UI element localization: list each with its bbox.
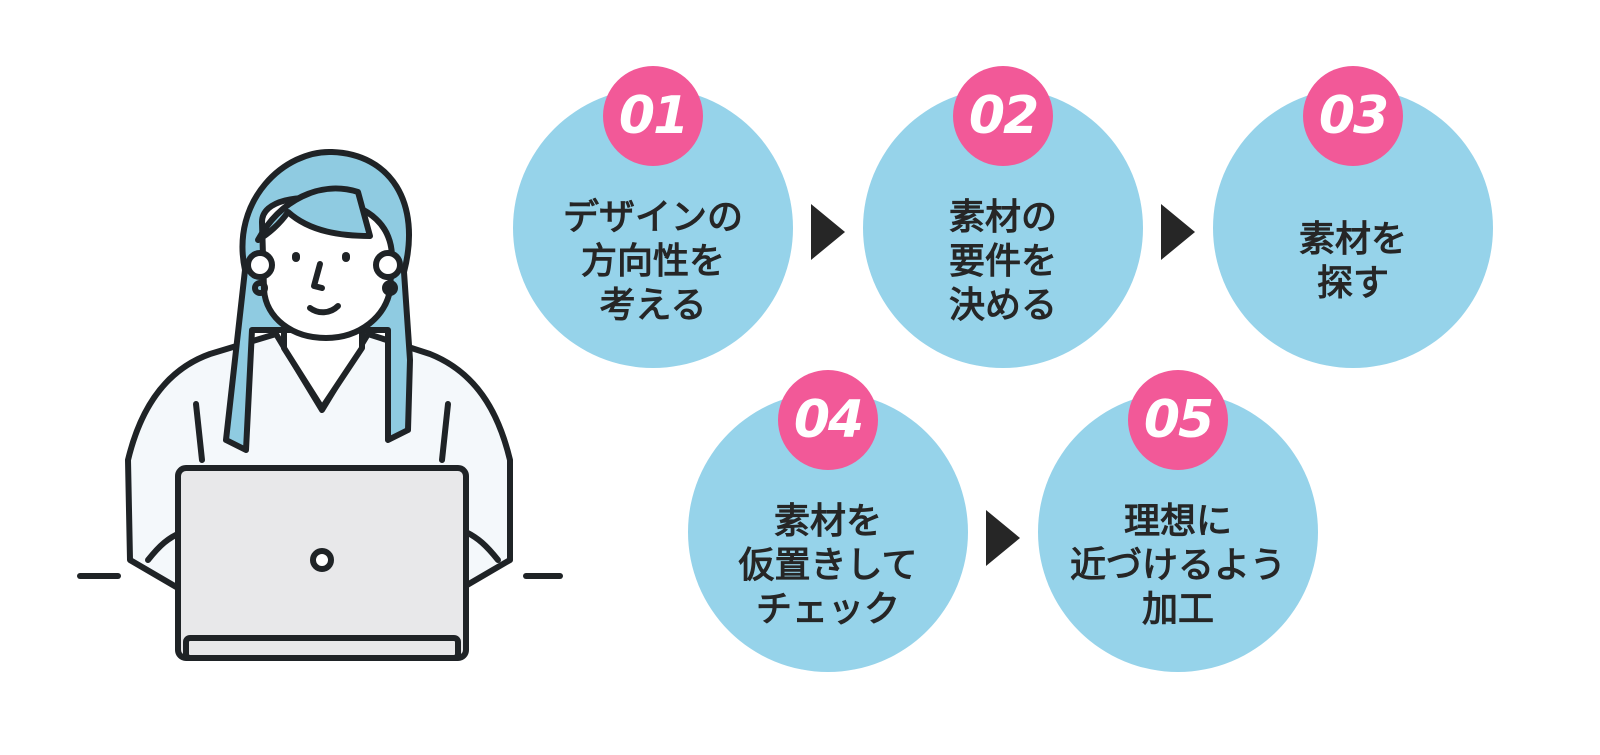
step-number: 04	[793, 390, 864, 450]
step-03: 03 素材を 探す	[1213, 66, 1493, 368]
laptop-logo	[310, 548, 334, 572]
step-01: 01 デザインの 方向性を 考える	[513, 66, 793, 368]
step-label-line: 加工	[1141, 589, 1214, 630]
step-number: 01	[618, 86, 689, 146]
hair-fringe	[255, 185, 373, 243]
triangle-right-icon	[1161, 204, 1195, 260]
step-04: 04 素材を 仮置きして チェック	[688, 370, 968, 672]
earring-left	[252, 280, 268, 296]
step-number-badge: 04	[778, 370, 878, 470]
step-label-line: 素材の	[948, 197, 1057, 238]
step-number: 03	[1318, 86, 1389, 146]
triangle-right-icon	[811, 204, 845, 260]
step-number: 05	[1143, 390, 1214, 450]
step-label-line: 要件を	[948, 241, 1057, 282]
step-label: デザインの 方向性を 考える	[533, 180, 773, 344]
step-02: 02 素材の 要件を 決める	[863, 66, 1143, 368]
ear-left	[245, 250, 275, 280]
earring-right	[382, 280, 398, 296]
nose	[311, 261, 325, 291]
step-label: 素材の 要件を 決める	[883, 180, 1123, 344]
step-05: 05 理想に 近づけるよう 加工	[1038, 370, 1318, 672]
step-label-line: 探す	[1316, 263, 1389, 304]
step-label-line: 仮置きして	[738, 545, 918, 586]
arm-crease-left	[193, 401, 205, 463]
step-number-badge: 02	[953, 66, 1053, 166]
step-label-line: 理想に	[1123, 501, 1232, 542]
step-number-badge: 01	[603, 66, 703, 166]
laptop-base	[183, 635, 461, 661]
step-label: 理想に 近づけるよう 加工	[1058, 484, 1298, 648]
step-number-badge: 05	[1128, 370, 1228, 470]
step-label-line: 決める	[948, 285, 1057, 326]
step-label-line: デザインの	[562, 197, 743, 238]
arm-crease-right	[439, 401, 451, 463]
person-at-laptop-illustration	[77, 148, 563, 661]
ear-right	[373, 250, 403, 280]
step-label-line: 考える	[599, 285, 707, 326]
step-label-line: 方向性を	[580, 241, 725, 282]
step-label-line: チェック	[755, 589, 900, 630]
step-label-line: 素材を	[773, 501, 882, 542]
step-number-badge: 03	[1303, 66, 1403, 166]
step-label-line: 素材を	[1298, 219, 1407, 260]
step-label: 素材を 仮置きして チェック	[708, 484, 948, 648]
step-number: 02	[968, 86, 1039, 146]
step-label-line: 近づけるよう	[1069, 545, 1286, 586]
mouth	[307, 303, 341, 316]
triangle-right-icon	[986, 510, 1020, 566]
neck	[281, 317, 365, 411]
step-label: 素材を 探す	[1233, 180, 1473, 344]
